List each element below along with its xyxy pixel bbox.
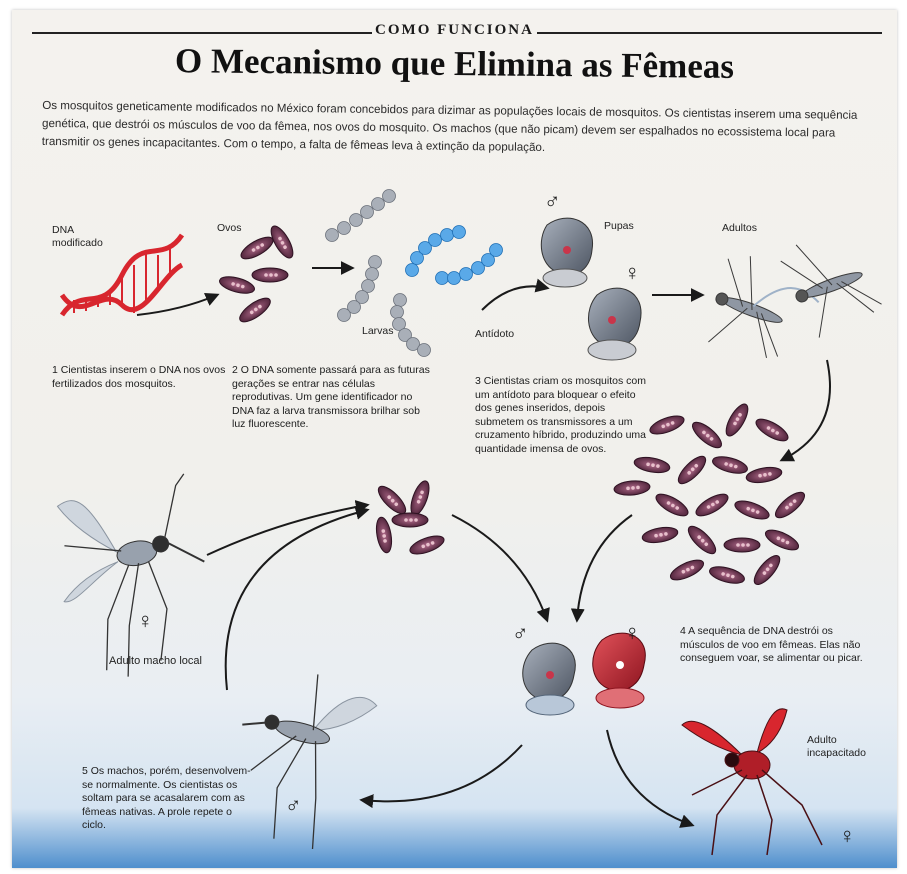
label-adults: Adultos (722, 222, 757, 235)
label-disabled-adult: Adulto incapacitado (807, 734, 866, 760)
female-symbol: ♀ (137, 608, 154, 634)
label-local-male-adult: Adulto macho local (109, 655, 202, 668)
label-eggs: Ovos (217, 222, 242, 235)
step-2-text: 2 O DNA somente passará para as futuras … (232, 364, 432, 432)
local-male-mosquito-icon (46, 473, 222, 685)
arrow-pupae-to-release (362, 745, 522, 801)
arrow-eggs-to-pupae-left (452, 515, 547, 620)
infographic-page: COMO FUNCIONA O Mecanismo que Elimina as… (12, 10, 897, 868)
label-larvae: Larvas (362, 325, 394, 338)
arrow-pupa-to-disabled-adult (607, 730, 692, 825)
step-4-text: 4 A sequência de DNA destrói os músculos… (680, 625, 865, 666)
step-1-text: 1 Cientistas inserem o DNA nos ovos fert… (52, 364, 227, 391)
pupae-group-top (541, 218, 641, 360)
step-5-text: 5 Os machos, porém, desenvolvem-se norma… (82, 765, 257, 833)
adult-mosquitoes-top (699, 224, 885, 372)
eggs-cluster-top (218, 223, 297, 326)
female-symbol: ♀ (624, 620, 641, 646)
disabled-female-mosquito-icon (682, 709, 822, 855)
arrow-adults-to-egg-mass (782, 360, 830, 460)
arrow-local-male-to-eggs (207, 505, 367, 555)
arrow-eggs-to-pupae (577, 515, 632, 620)
label-antidote: Antídoto (475, 328, 514, 341)
male-symbol: ♂ (285, 792, 302, 818)
female-symbol: ♀ (624, 260, 641, 286)
male-symbol: ♂ (512, 620, 529, 646)
arrow-released-male-to-eggs (226, 510, 367, 690)
eggs-cluster-middle (374, 479, 446, 558)
label-dna-modified: DNA modificado (52, 224, 103, 250)
female-symbol: ♀ (839, 823, 856, 849)
step-3-text: 3 Cientistas criam os mosquitos com um a… (475, 375, 655, 456)
label-pupae: Pupas (604, 220, 634, 233)
male-symbol: ♂ (544, 188, 561, 214)
life-cycle-diagram (12, 10, 897, 868)
arrow-antidote-to-pupae (482, 286, 547, 310)
